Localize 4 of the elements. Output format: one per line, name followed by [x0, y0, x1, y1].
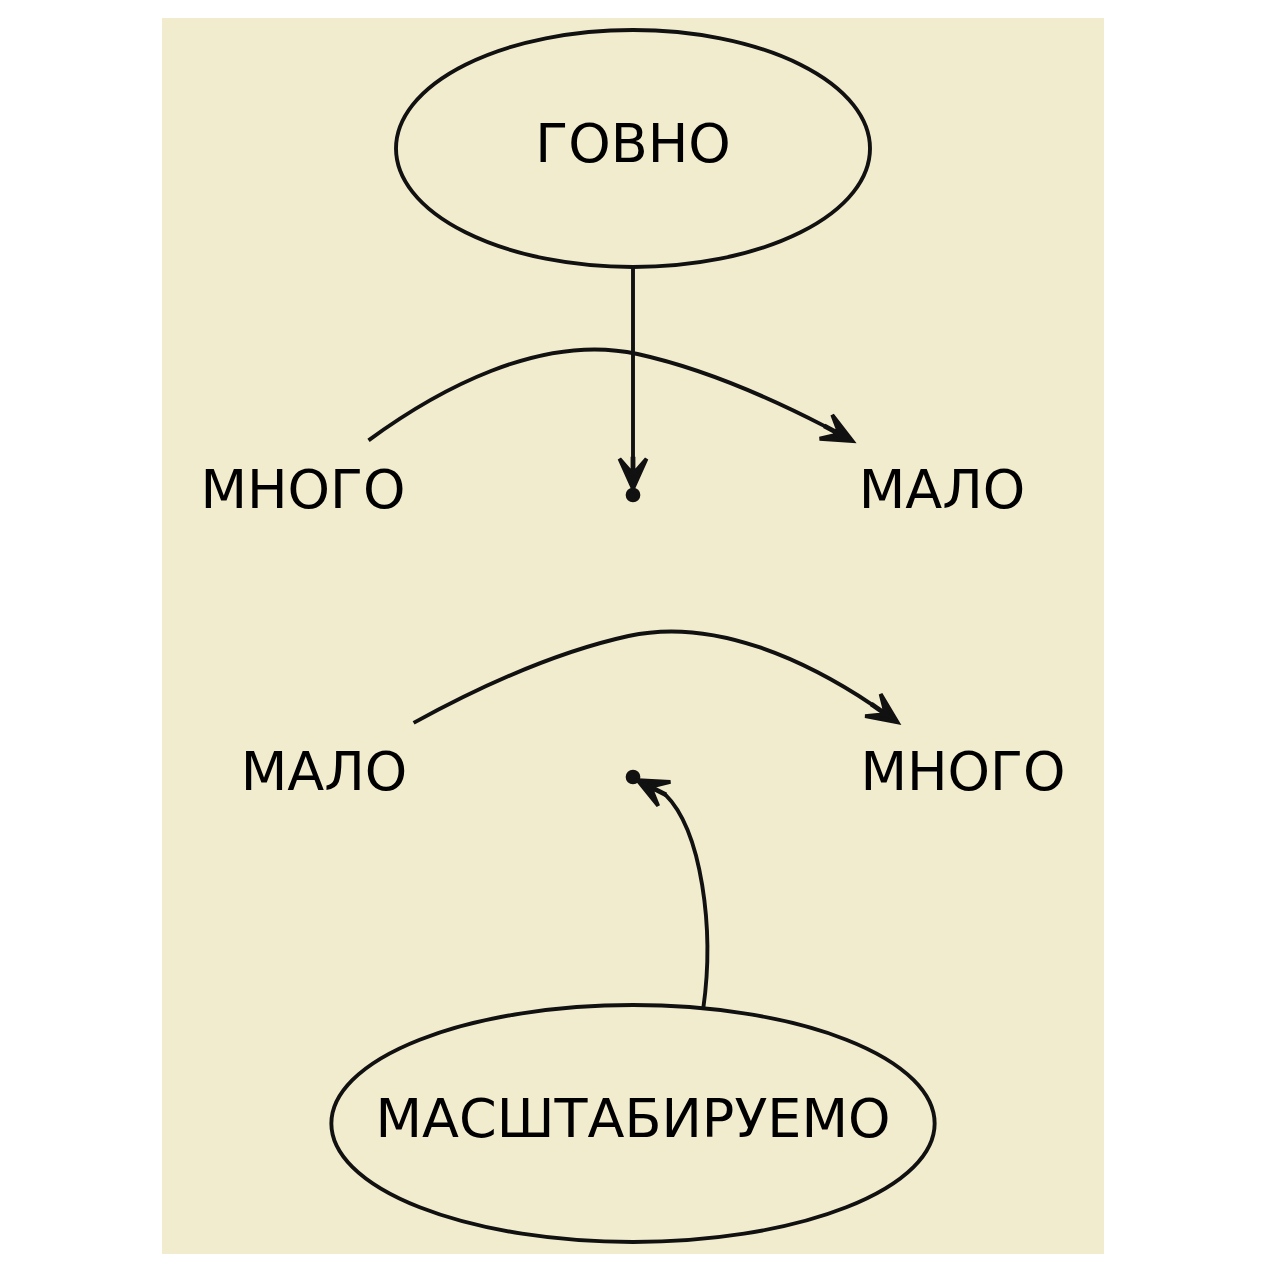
node-text: МАЛО [240, 739, 407, 803]
node-text: МНОГО [859, 739, 1066, 803]
node-text: МНОГО [199, 457, 406, 521]
node-text: МАЛО [858, 457, 1025, 521]
